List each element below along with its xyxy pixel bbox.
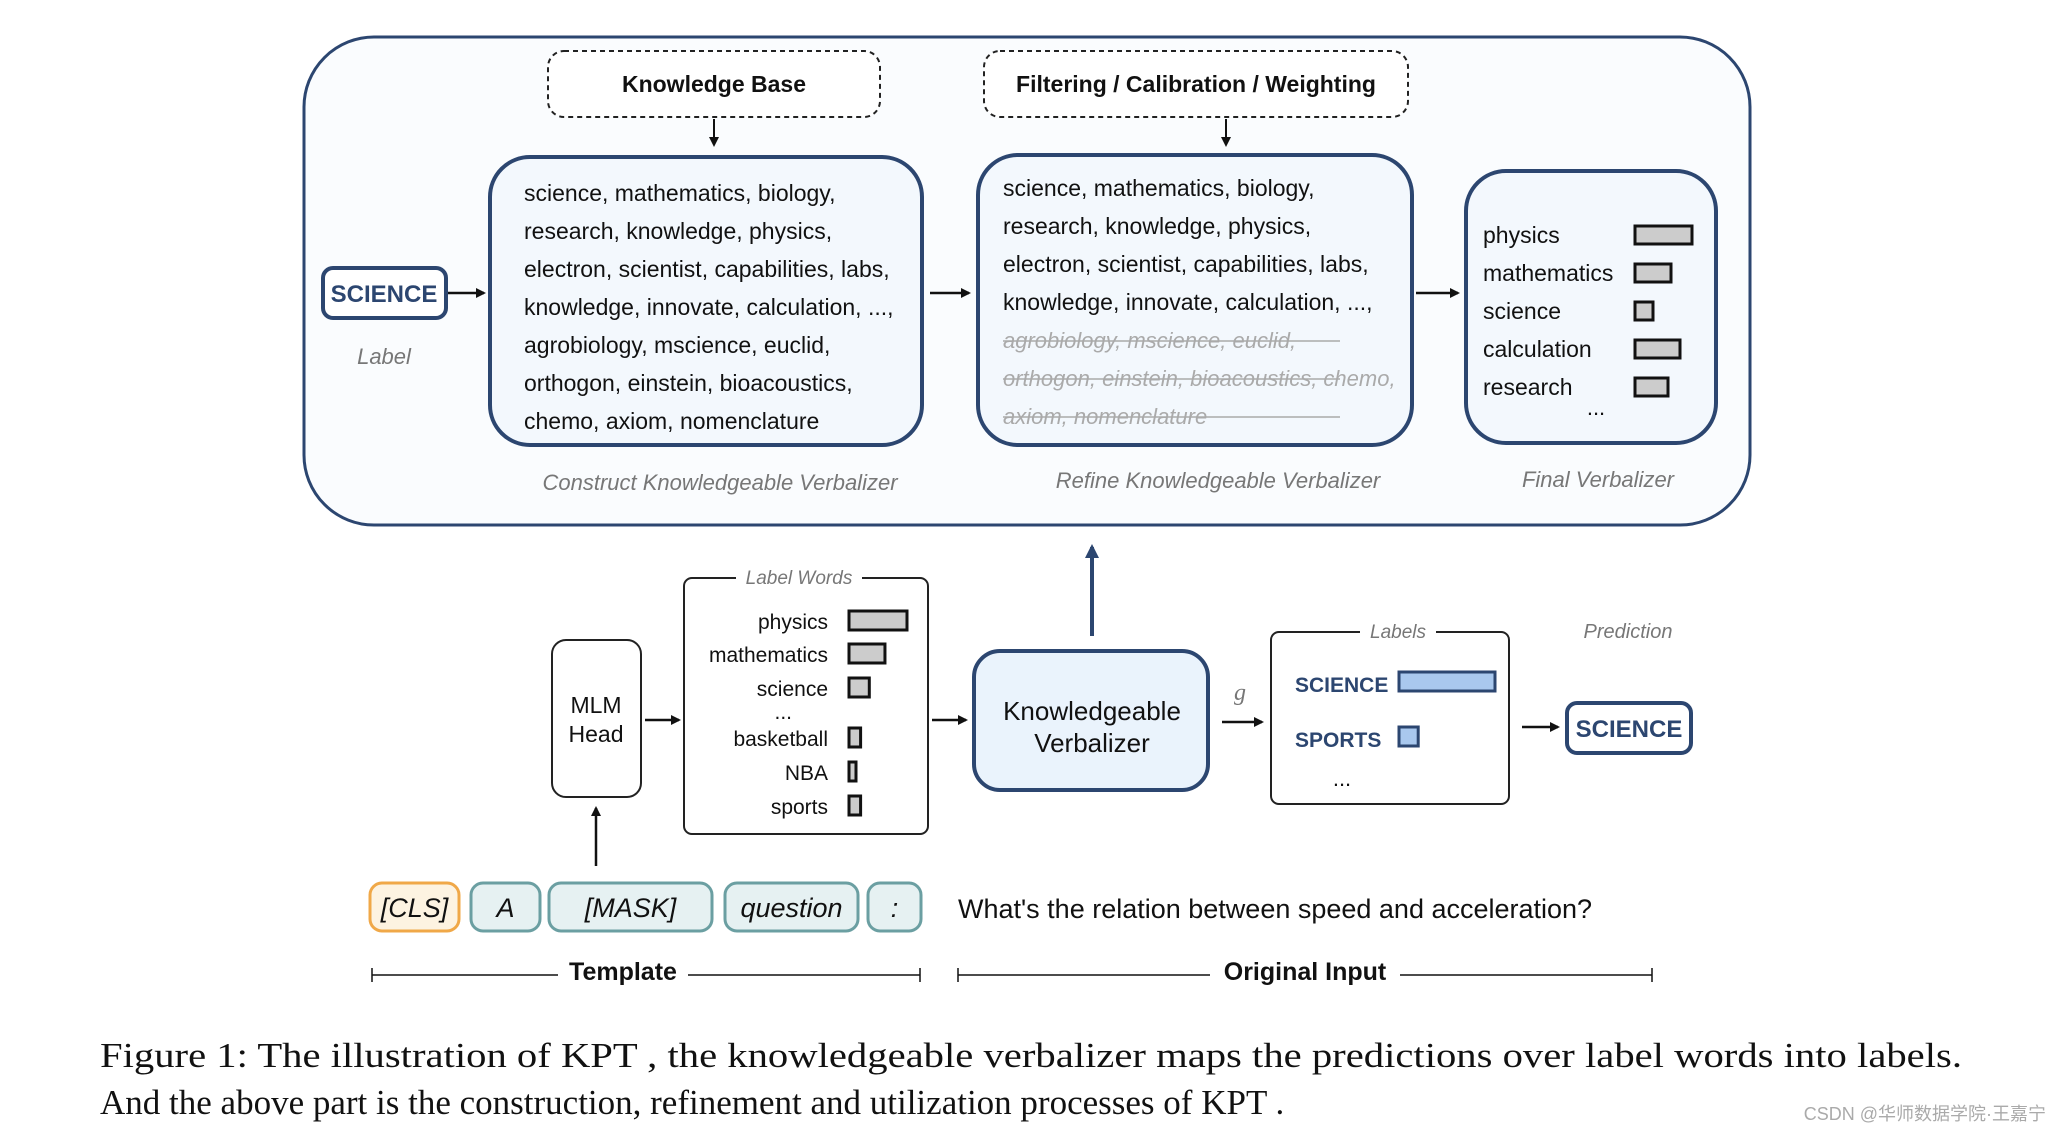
filtering-label: Filtering / Calibration / Weighting bbox=[1016, 71, 1376, 97]
label-word: physics bbox=[758, 611, 828, 634]
labels-box bbox=[1270, 631, 1510, 805]
kv-box bbox=[972, 649, 1210, 792]
template-token-text: : bbox=[891, 893, 899, 923]
labels-list: SCIENCE SPORTS... bbox=[1295, 674, 1388, 791]
refine-box bbox=[976, 153, 1414, 447]
template-token bbox=[469, 881, 542, 933]
label-word: science bbox=[757, 678, 828, 701]
label-word: mathematics bbox=[709, 644, 828, 667]
label-word-bar bbox=[847, 726, 863, 749]
label-word-bar bbox=[847, 676, 871, 699]
label-bar bbox=[1397, 725, 1420, 748]
final-word: physics bbox=[1483, 222, 1560, 248]
final-bar bbox=[1633, 224, 1694, 246]
construct-caption: Construct Knowledgeable Verbalizer bbox=[542, 470, 899, 495]
construct-line: research, knowledge, physics, bbox=[524, 218, 832, 244]
construct-line: agrobiology, mscience, euclid, bbox=[524, 332, 830, 358]
mlm-head-line1: MLM bbox=[570, 692, 621, 718]
label-word: basketball bbox=[733, 728, 828, 751]
refine-line: science, mathematics, biology, bbox=[1003, 175, 1315, 201]
template-token-text: A bbox=[494, 893, 514, 923]
refine-line: knowledge, innovate, calculation, ..., bbox=[1003, 289, 1373, 315]
label-chip-science bbox=[321, 266, 448, 320]
final-caption: Final Verbalizer bbox=[1522, 467, 1676, 492]
construct-line: science, mathematics, biology, bbox=[524, 180, 836, 206]
input-text: What's the relation between speed and ac… bbox=[958, 894, 1592, 924]
construct-line: electron, scientist, capabilities, labs, bbox=[524, 256, 890, 282]
label-bar bbox=[1397, 670, 1497, 693]
label-word-bar bbox=[847, 760, 858, 783]
construct-word-list: science, mathematics, biology, research, … bbox=[524, 180, 894, 434]
label-word-bar bbox=[847, 794, 863, 817]
label-chip-text: SCIENCE bbox=[331, 281, 438, 308]
label-caption: Label bbox=[357, 344, 412, 369]
kv-line1: Knowledgeable bbox=[1003, 696, 1181, 726]
refine-line: electron, scientist, capabilities, labs, bbox=[1003, 251, 1369, 277]
construct-line: orthogon, einstein, bioacoustics, bbox=[524, 370, 853, 396]
label-words-title: Label Words bbox=[746, 568, 853, 589]
template-token bbox=[866, 881, 923, 933]
final-bar-chart bbox=[1633, 224, 1694, 398]
knowledge-base-box bbox=[547, 50, 881, 118]
construct-line: knowledge, innovate, calculation, ..., bbox=[524, 294, 894, 320]
label-name: ... bbox=[1333, 766, 1351, 791]
knowledge-base-label: Knowledge Base bbox=[622, 71, 806, 97]
label-word-list: physics mathematics science... basketballNB… bbox=[709, 611, 828, 819]
final-word: mathematics bbox=[1483, 260, 1613, 286]
original-input-label: Original Input bbox=[1224, 958, 1387, 986]
kv-line2: Verbalizer bbox=[1034, 728, 1150, 758]
g-function-label: g bbox=[1234, 680, 1246, 706]
label-word-bars bbox=[847, 609, 909, 817]
final-bar bbox=[1633, 300, 1655, 322]
template-tokens: [CLS] A [MASK] question: bbox=[368, 881, 923, 933]
template-token-text: [MASK] bbox=[584, 893, 678, 923]
caption-line1: Figure 1: The illustration of KPT , the … bbox=[100, 1036, 1962, 1075]
final-bar bbox=[1633, 376, 1670, 398]
prediction-chip bbox=[1565, 701, 1693, 755]
filtering-box bbox=[983, 50, 1409, 118]
template-token bbox=[723, 881, 860, 933]
template-token-text: question bbox=[740, 893, 842, 923]
template-label: Template bbox=[569, 958, 677, 986]
label-word: ... bbox=[774, 701, 792, 724]
final-word-list: physics mathematics science calculation rese… bbox=[1483, 222, 1613, 400]
mlm-head-line2: Head bbox=[569, 721, 624, 747]
template-token bbox=[368, 881, 461, 933]
final-word: science bbox=[1483, 298, 1561, 324]
label-name: SPORTS bbox=[1295, 729, 1381, 752]
final-word: research bbox=[1483, 374, 1572, 400]
prediction-title: Prediction bbox=[1584, 621, 1673, 643]
label-name: SCIENCE bbox=[1295, 674, 1388, 697]
template-token bbox=[547, 881, 714, 933]
final-bar bbox=[1633, 262, 1673, 284]
prediction-text: SCIENCE bbox=[1576, 716, 1683, 743]
final-ellipsis: ... bbox=[1587, 395, 1605, 420]
construct-line: chemo, axiom, nomenclature bbox=[524, 408, 819, 434]
caption-line2: And the above part is the construction, … bbox=[100, 1083, 1284, 1122]
label-word-bar bbox=[847, 609, 909, 632]
refine-word-list: science, mathematics, biology, research, … bbox=[1003, 175, 1396, 429]
refine-line: research, knowledge, physics, bbox=[1003, 213, 1311, 239]
labels-bars bbox=[1397, 670, 1497, 748]
watermark: CSDN @华师数据学院·王嘉宁 bbox=[1804, 1104, 2046, 1124]
template-token-text: [CLS] bbox=[380, 893, 450, 923]
label-word: sports bbox=[771, 796, 828, 819]
refine-caption: Refine Knowledgeable Verbalizer bbox=[1056, 468, 1382, 493]
labels-title: Labels bbox=[1370, 622, 1426, 643]
final-bar bbox=[1633, 338, 1682, 360]
mlm-head-box bbox=[551, 639, 642, 798]
label-word-bar bbox=[847, 642, 887, 665]
construct-box bbox=[488, 155, 924, 447]
label-word: NBA bbox=[785, 762, 828, 785]
final-word: calculation bbox=[1483, 336, 1592, 362]
